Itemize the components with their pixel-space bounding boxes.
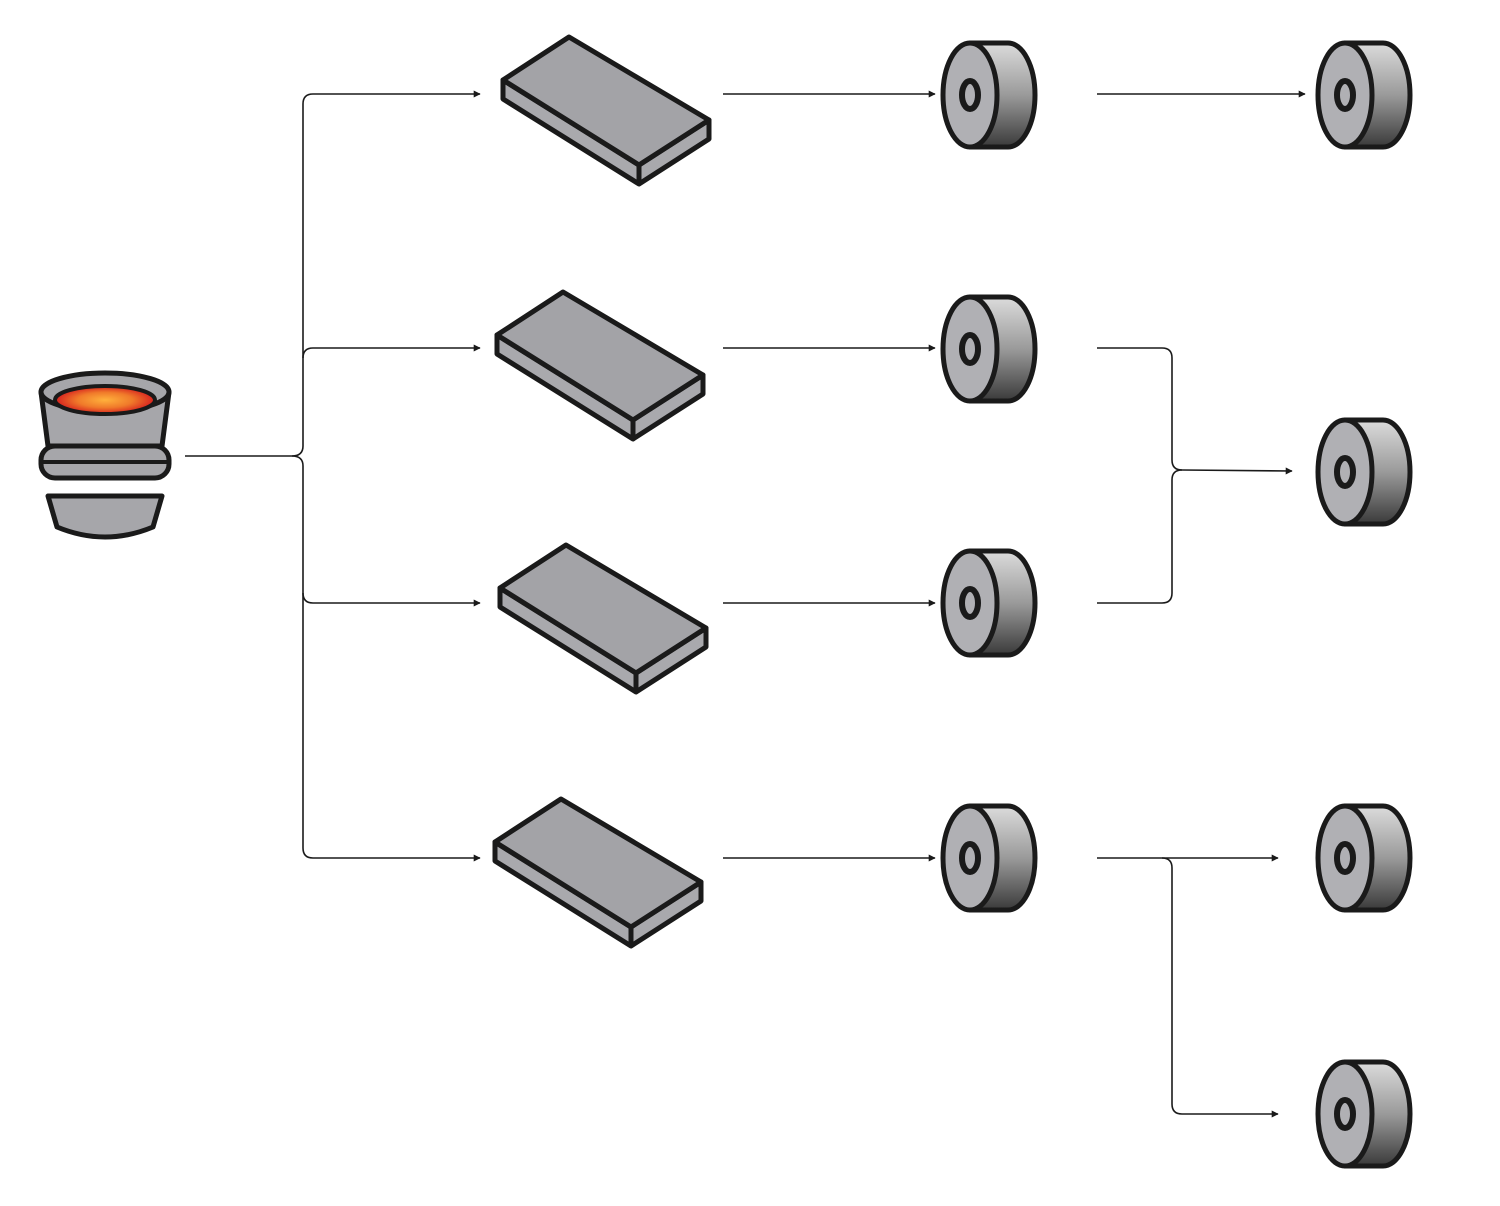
steel-coil-icon <box>943 43 1035 147</box>
connector-coil-4-to-final-coil-split-b <box>1161 857 1279 1118</box>
steel-coil-icon <box>1318 43 1410 147</box>
steel-coil-icon <box>943 297 1035 401</box>
steel-coil-icon <box>1318 1062 1410 1166</box>
steel-slab-icon <box>500 545 706 692</box>
steel-slab-icon <box>497 292 703 439</box>
steel-slab-icon <box>495 799 701 946</box>
molten-metal-ladle-icon <box>38 370 172 540</box>
connectors <box>185 90 1306 1118</box>
steel-slab-icon <box>503 37 709 184</box>
connector-ladle-bottom-trunk <box>291 455 314 859</box>
connector-coil-3-to-merge <box>1097 469 1183 604</box>
steel-coil-icon <box>943 551 1035 655</box>
connector-coil-2-to-merge <box>1097 347 1183 471</box>
steel-coil-icon <box>1318 420 1410 524</box>
steel-coil-icon <box>943 806 1035 910</box>
connector-ladle-to-slab-2 <box>302 344 481 359</box>
connector-ladle-to-slab-3 <box>302 592 481 607</box>
connector-merge-to-final-coil <box>1181 467 1293 475</box>
connector-ladle-trunk <box>185 93 314 457</box>
steel-coil-icon <box>1318 806 1410 910</box>
